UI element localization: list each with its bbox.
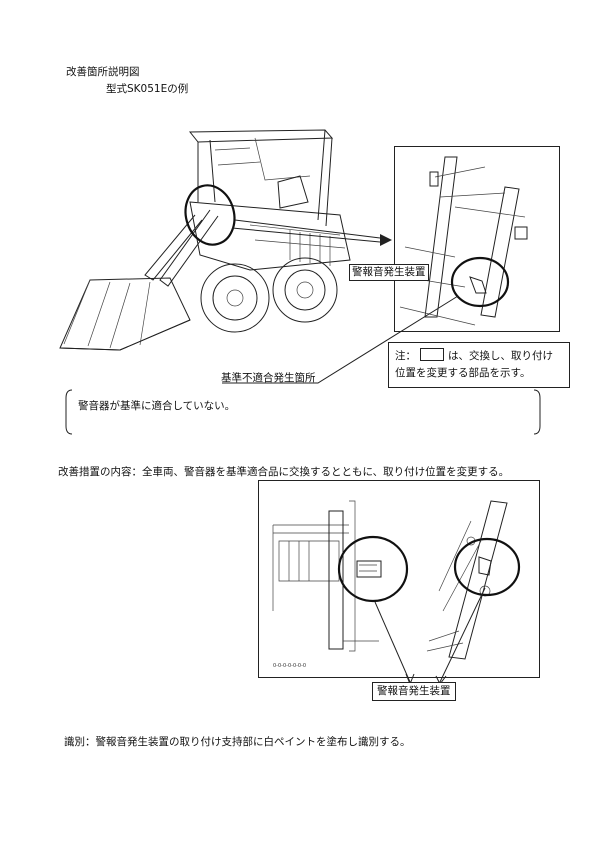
note-prefix: 注： [395, 350, 416, 362]
identification-label: 識別： [64, 736, 96, 748]
defect-description: 警音器が基準に適合していない。 [78, 400, 236, 412]
identification-section: 識別：警報音発生装置の取り付け支持部に白ペイントを塗布し識別する。 [64, 736, 411, 749]
callout-defect-label: 基準不適合発生箇所 [221, 372, 316, 384]
legend-note: 注： は、交換し、取り付け 位置を変更する部品を示す。 [388, 342, 570, 388]
technical-drawing-box: 0-0-0-0-0-0-0 [258, 480, 540, 678]
measure-section: 改善措置の内容：全車両、警音器を基準適合品に交換するとともに、取り付け位置を変更… [58, 466, 509, 479]
detail-view-box [394, 146, 560, 332]
figure2-callout-device-label: 警報音発生装置 [372, 682, 456, 701]
measure-text: 全車両、警音器を基準適合品に交換するとともに、取り付け位置を変更する。 [142, 466, 510, 478]
measure-label: 改善措置の内容： [58, 466, 142, 478]
drawing-code: 0-0-0-0-0-0-0 [273, 663, 306, 669]
note-line1: は、交換し、取り付け [448, 350, 553, 362]
wheel-loader-illustration [59, 129, 392, 351]
identification-text: 警報音発生装置の取り付け支持部に白ペイントを塗布し識別する。 [95, 736, 411, 748]
legend-swatch [420, 348, 444, 361]
callout-device-label: 警報音発生装置 [349, 264, 429, 281]
page-subtitle: 型式SK051Eの例 [106, 83, 189, 95]
note-line2: 位置を変更する部品を示す。 [395, 366, 531, 379]
page-title: 改善箇所説明図 [66, 66, 140, 78]
